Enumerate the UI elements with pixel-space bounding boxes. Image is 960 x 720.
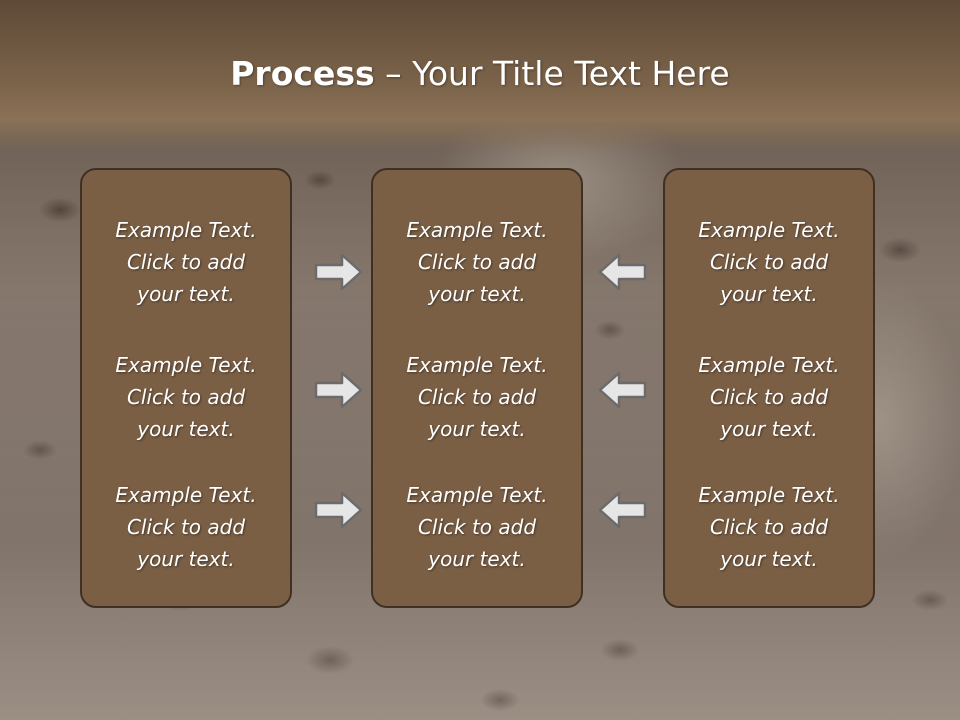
arrow-right-icon[interactable]: [314, 252, 364, 292]
text-line: Example Text.: [115, 218, 257, 242]
text-line: Click to add: [709, 385, 829, 409]
panel-text-block[interactable]: Example Text. Click to add your text.: [373, 479, 581, 575]
text-line: your text.: [428, 547, 526, 571]
text-line: Click to add: [417, 385, 537, 409]
text-line: Example Text.: [406, 218, 548, 242]
panel-text-block[interactable]: Example Text. Click to add your text.: [82, 349, 290, 445]
arrow-left-icon[interactable]: [597, 370, 647, 410]
text-line: your text.: [137, 282, 235, 306]
text-line: Click to add: [126, 515, 246, 539]
panel-text-block[interactable]: Example Text. Click to add your text.: [665, 479, 873, 575]
text-line: Example Text.: [406, 353, 548, 377]
process-panel-right[interactable]: Example Text. Click to add your text. Ex…: [663, 168, 875, 608]
panel-text-block[interactable]: Example Text. Click to add your text.: [373, 349, 581, 445]
text-line: your text.: [137, 547, 235, 571]
process-panel-center[interactable]: Example Text. Click to add your text. Ex…: [371, 168, 583, 608]
text-line: Example Text.: [698, 353, 840, 377]
panel-text-block[interactable]: Example Text. Click to add your text.: [373, 214, 581, 310]
arrow-right-icon[interactable]: [314, 370, 364, 410]
panel-text-block[interactable]: Example Text. Click to add your text.: [665, 214, 873, 310]
text-line: your text.: [720, 547, 818, 571]
text-line: Example Text.: [406, 483, 548, 507]
slide-title-rest: – Your Title Text Here: [374, 54, 730, 93]
header-band: [0, 0, 960, 150]
process-panel-left[interactable]: Example Text. Click to add your text. Ex…: [80, 168, 292, 608]
text-line: Click to add: [709, 515, 829, 539]
text-line: Click to add: [417, 515, 537, 539]
text-line: Example Text.: [115, 353, 257, 377]
text-line: your text.: [428, 417, 526, 441]
text-line: Click to add: [126, 250, 246, 274]
panel-text-block[interactable]: Example Text. Click to add your text.: [665, 349, 873, 445]
text-line: Example Text.: [698, 218, 840, 242]
text-line: your text.: [137, 417, 235, 441]
arrow-left-icon[interactable]: [597, 490, 647, 530]
text-line: Click to add: [417, 250, 537, 274]
text-line: Click to add: [126, 385, 246, 409]
slide-title[interactable]: Process – Your Title Text Here: [0, 52, 960, 96]
panel-text-block[interactable]: Example Text. Click to add your text.: [82, 479, 290, 575]
text-line: Click to add: [709, 250, 829, 274]
text-line: Example Text.: [115, 483, 257, 507]
text-line: your text.: [428, 282, 526, 306]
text-line: your text.: [720, 282, 818, 306]
text-line: Example Text.: [698, 483, 840, 507]
arrow-left-icon[interactable]: [597, 252, 647, 292]
arrow-right-icon[interactable]: [314, 490, 364, 530]
panel-text-block[interactable]: Example Text. Click to add your text.: [82, 214, 290, 310]
slide-title-bold: Process: [230, 54, 375, 93]
text-line: your text.: [720, 417, 818, 441]
